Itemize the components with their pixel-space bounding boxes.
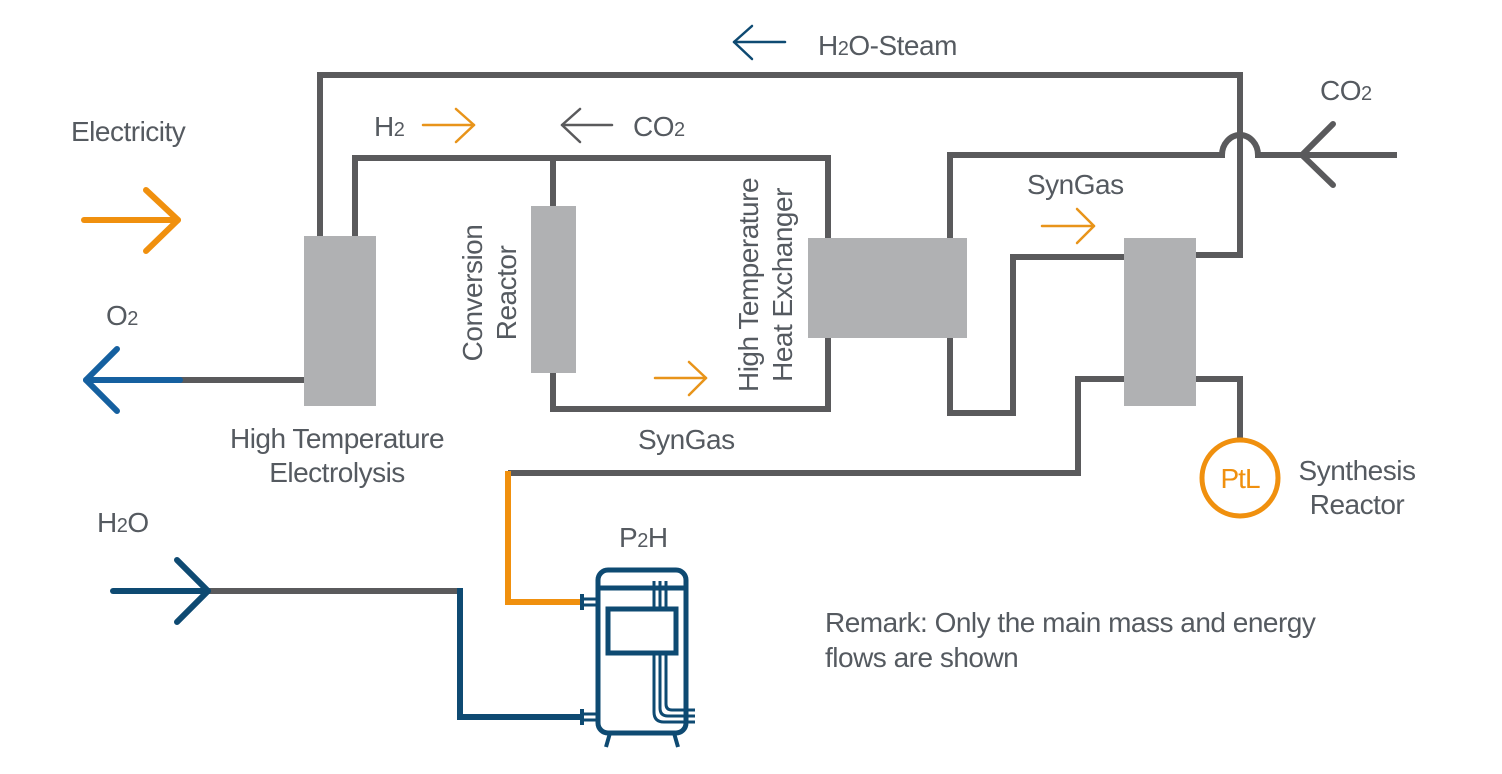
synthesis-reactor-label-line1: Synthesis xyxy=(1299,455,1416,486)
remark-line1: Remark: Only the main mass and energy xyxy=(825,607,1316,638)
o2-label: O2 xyxy=(106,300,138,331)
h2-arrow-right-icon xyxy=(421,107,476,144)
syngas-lower-label: SynGas xyxy=(638,424,735,455)
steam-loop-pipe xyxy=(317,72,1243,258)
remark-line2: flows are shown xyxy=(825,642,1018,673)
p2h-boiler-icon[interactable] xyxy=(580,567,695,748)
co2-inlet-arrow-icon xyxy=(1299,121,1336,188)
p2h-label: P2H xyxy=(619,522,668,553)
conversion-reactor-unit[interactable] xyxy=(531,206,576,373)
h2-pipe xyxy=(352,155,831,238)
heat-pipe-orange xyxy=(505,471,582,605)
co2-arrow-left-icon xyxy=(560,107,614,144)
h2o-label: H2O xyxy=(97,507,149,538)
syngas-lower-arrow-icon xyxy=(653,360,708,397)
electrolysis-label-line1: High Temperature xyxy=(230,423,444,454)
ptl-node[interactable]: PtL xyxy=(1199,437,1281,519)
syngas-upper-label: SynGas xyxy=(1027,169,1124,200)
co2-inlet-pipe xyxy=(947,132,1397,238)
electrolysis-label-line2: Electrolysis xyxy=(269,457,405,488)
heat-exchanger-label-line2: Heat Exchanger xyxy=(767,188,798,382)
o2-arrow-left-icon xyxy=(83,346,183,414)
ptl-label: PtL xyxy=(1220,463,1259,494)
co2-right-label: CO2 xyxy=(1320,75,1372,106)
return-pipe xyxy=(508,376,1125,476)
h2o-steam-label: H2O-Steam xyxy=(818,30,957,61)
syngas-upper-arrow-icon xyxy=(1040,207,1096,245)
heat-exchanger-unit[interactable] xyxy=(808,238,967,338)
syngas-lower-pipe xyxy=(550,338,831,412)
h2o-arrow-right-icon xyxy=(110,557,211,625)
electrolysis-unit[interactable] xyxy=(304,236,376,406)
ptl-pipe xyxy=(1195,376,1243,440)
water-pipe-navy xyxy=(457,588,582,720)
syngas-upper-pipe xyxy=(947,254,1125,416)
h2-label: H2 xyxy=(374,111,405,142)
conversion-reactor-label-line1: Conversion xyxy=(457,225,488,362)
heat-exchanger-label-line1: High Temperature xyxy=(733,178,764,392)
co2-top-label: CO2 xyxy=(633,111,685,142)
steam-arrow-left-icon xyxy=(732,24,787,61)
conversion-reactor-label-line2: Reactor xyxy=(491,246,522,341)
electricity-arrow-icon xyxy=(81,187,181,254)
electricity-label: Electricity xyxy=(71,116,186,147)
synthesis-reactor-label-line2: Reactor xyxy=(1310,489,1405,520)
synthesis-reactor-unit[interactable] xyxy=(1124,238,1196,406)
